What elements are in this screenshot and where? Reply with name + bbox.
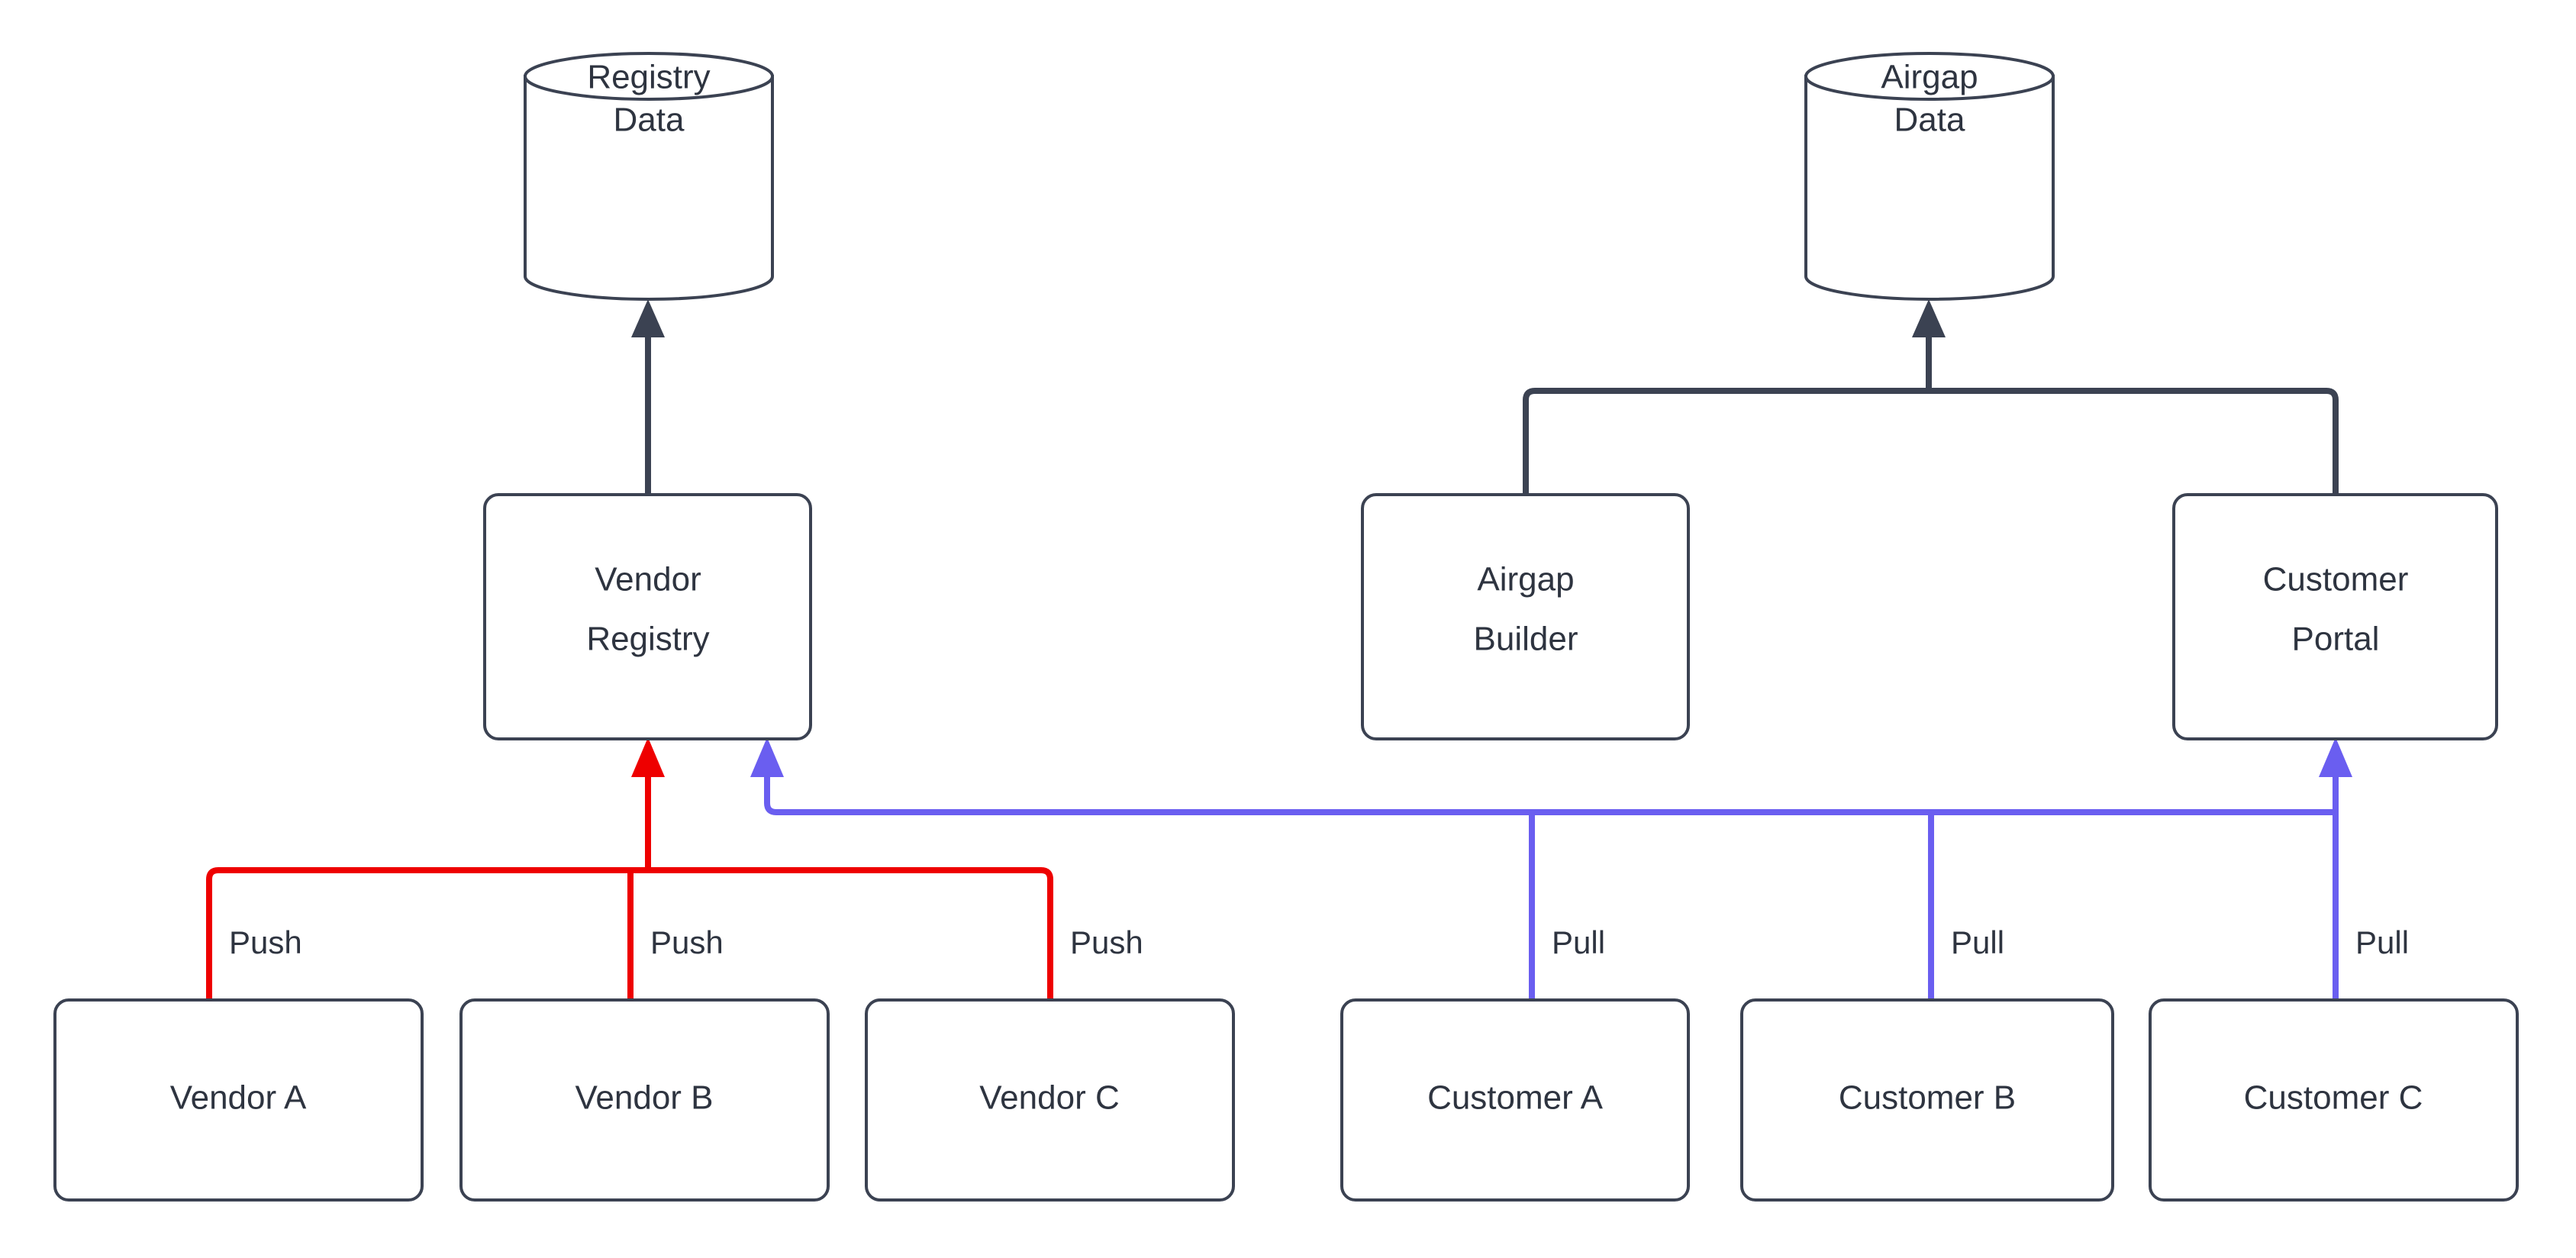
arrowhead-up-icon: [1912, 299, 1946, 337]
edge-customer-c-pull: [2319, 737, 2352, 1000]
edge-airgap-data-inflow: [1912, 299, 1946, 391]
edge-pull-into-vendor-registry: [750, 737, 784, 815]
node-label-customer-c: Customer C: [2244, 1079, 2423, 1117]
node-label-airgap-builder-line1: Airgap: [1477, 561, 1574, 598]
node-label-customer-b: Customer B: [1839, 1079, 2016, 1117]
edge-push-into-vendor-registry: [631, 737, 665, 870]
node-label-airgap-builder-line2: Builder: [1474, 621, 1578, 658]
node-label-vendor-c: Vendor C: [979, 1079, 1119, 1117]
node-vendor-b[interactable]: Vendor B: [459, 998, 830, 1202]
node-airgap-builder[interactable]: Airgap Builder: [1361, 493, 1690, 740]
edge-vendor-a-push: [206, 867, 648, 1000]
edge-label-vendor-a-push: Push: [229, 924, 302, 960]
node-label-vendor-b: Vendor B: [575, 1079, 713, 1117]
node-label-airgap-data-line1: Airgap: [1881, 59, 1978, 96]
node-label-vendor-registry-line1: Vendor: [595, 561, 701, 598]
edge-label-vendor-c-push: Push: [1070, 924, 1143, 960]
edge-label-customer-a-pull: Pull: [1552, 924, 1605, 960]
edge-vendor-c-push: [648, 867, 1053, 1000]
node-customer-c[interactable]: Customer C: [2149, 998, 2519, 1202]
edge-vendor-registry-to-registry-data: [631, 299, 665, 495]
node-vendor-registry[interactable]: Vendor Registry: [483, 493, 812, 740]
node-label-vendor-registry-line2: Registry: [586, 621, 709, 658]
arrowhead-up-icon: [631, 737, 665, 777]
arrowhead-up-icon: [631, 299, 665, 337]
node-customer-b[interactable]: Customer B: [1740, 998, 2114, 1202]
edge-label-customer-c-pull: Pull: [2355, 924, 2409, 960]
arrowhead-up-icon: [750, 737, 784, 777]
arrowhead-up-icon: [2319, 737, 2352, 777]
edge-label-vendor-b-push: Push: [650, 924, 724, 960]
node-label-registry-data-line2: Data: [614, 102, 685, 139]
node-registry-data[interactable]: Registry Data: [524, 52, 774, 301]
edge-airgap-builder-to-airgap-data: [1523, 388, 1929, 495]
node-label-registry-data-line1: Registry: [587, 59, 710, 96]
node-label-customer-portal-line2: Portal: [2292, 621, 2380, 658]
node-label-airgap-data-line2: Data: [1894, 102, 1965, 139]
node-label-customer-portal-line1: Customer: [2263, 561, 2409, 598]
edge-label-customer-b-pull: Pull: [1951, 924, 2004, 960]
node-label-customer-a: Customer A: [1427, 1079, 1604, 1117]
node-vendor-a[interactable]: Vendor A: [53, 998, 424, 1202]
node-label-vendor-a: Vendor A: [170, 1079, 307, 1117]
node-vendor-c[interactable]: Vendor C: [865, 998, 1235, 1202]
node-customer-a[interactable]: Customer A: [1340, 998, 1690, 1202]
node-customer-portal[interactable]: Customer Portal: [2172, 493, 2498, 740]
node-airgap-data[interactable]: Airgap Data: [1804, 52, 2055, 301]
edge-customer-portal-to-airgap-data: [1929, 388, 2339, 495]
